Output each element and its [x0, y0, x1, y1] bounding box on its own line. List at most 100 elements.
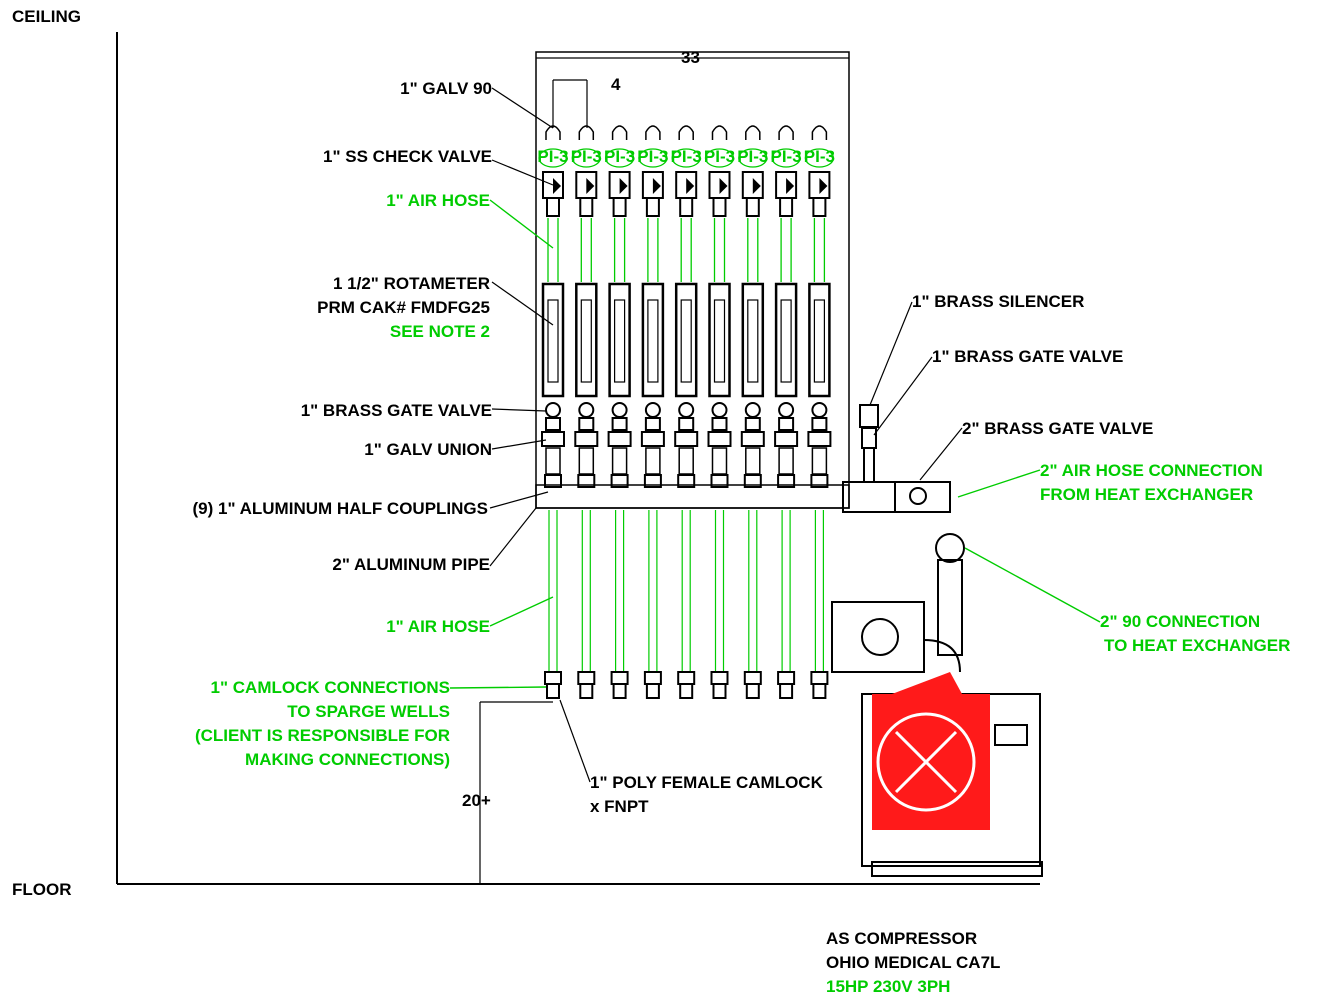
check-valve-nipple	[712, 197, 727, 217]
galv-90-elbow	[611, 125, 628, 140]
dimension-lines	[479, 57, 849, 884]
rotameter	[541, 282, 565, 398]
pressure-indicator	[671, 148, 701, 168]
galv-union	[740, 431, 765, 447]
rotameter-tube	[613, 299, 626, 383]
floor-label: FLOOR	[12, 880, 72, 899]
connection-90-label-1: 2" 90 CONNECTION	[1100, 612, 1260, 631]
gate-valve-2in-label: 2" BRASS GATE VALVE	[962, 419, 1153, 438]
check-valve-flap	[719, 178, 728, 194]
check-valve-nipple	[745, 197, 760, 217]
galv-90-elbow	[711, 125, 728, 140]
check-valve-flap	[686, 178, 695, 194]
rotameter-tube	[747, 299, 759, 383]
rotameter	[674, 282, 698, 398]
motor-body	[872, 694, 990, 830]
compressor-label-1: AS COMPRESSOR	[826, 929, 977, 948]
half-coupling	[643, 474, 662, 488]
half-couplings-label: (9) 1" ALUMINUM HALF COUPLINGS	[193, 499, 488, 518]
rotameter	[808, 282, 831, 398]
pressure-indicator	[571, 148, 601, 168]
half-coupling	[777, 474, 796, 488]
galv-union	[607, 431, 632, 447]
galv-union	[807, 431, 832, 447]
rotameter-note-label: SEE NOTE 2	[390, 322, 490, 341]
galv-90-label: 1" GALV 90	[400, 79, 492, 98]
union-nipple	[578, 447, 595, 475]
gate-valve	[578, 402, 595, 418]
air-hose-connection-label-2: FROM HEAT EXCHANGER	[1040, 485, 1253, 504]
gate-valve-body	[744, 417, 761, 431]
union-nipple	[645, 447, 661, 475]
camlock-fitting	[745, 683, 760, 699]
rotameter	[708, 282, 731, 398]
check-valve-flap	[819, 178, 828, 194]
rotameter-tube	[713, 299, 726, 383]
pressure-indicator-tag: PI-3	[537, 147, 568, 166]
aluminum-pipe-label: 2" ALUMINUM PIPE	[332, 555, 490, 574]
rotameter-model-label: PRM CAK# FMDFG25	[317, 298, 490, 317]
galv-union	[674, 431, 699, 447]
branch-9: PI-3	[804, 125, 835, 699]
half-coupling	[810, 474, 829, 488]
camlock	[777, 671, 796, 685]
gate-valve	[778, 402, 795, 418]
branch-4: PI-3	[637, 125, 668, 699]
camlock-fitting	[779, 683, 794, 699]
height-dimension: 20+	[462, 791, 491, 810]
rotameter-label: 1 1/2" ROTAMETER	[333, 274, 490, 293]
camlock	[544, 671, 562, 685]
gate-valve-body	[778, 417, 795, 431]
gate-valve-body	[711, 417, 728, 431]
camlock-fitting	[579, 683, 594, 699]
branch-3: PI-3	[604, 125, 635, 699]
galv-90-elbow	[678, 125, 694, 140]
camlock-fitting	[612, 683, 627, 699]
branch-8: PI-3	[771, 125, 802, 699]
check-valve-nipple	[579, 197, 594, 217]
check-valve-flap	[752, 178, 761, 194]
brass-silencer-label: 1" BRASS SILENCER	[912, 292, 1084, 311]
half-coupling	[544, 474, 562, 488]
union-nipple	[545, 447, 561, 475]
camlock-fitting	[812, 683, 827, 699]
gate-valve-body	[811, 417, 828, 431]
gate-valve-body	[611, 417, 628, 431]
galv-90-elbow	[545, 125, 561, 140]
gate-valve	[644, 402, 661, 418]
check-valve-nipple	[779, 197, 794, 217]
camlock	[743, 671, 762, 685]
check-valve-nipple	[612, 197, 627, 217]
half-coupling	[710, 474, 729, 488]
half-coupling	[743, 474, 762, 488]
camlock-label-2: TO SPARGE WELLS	[287, 702, 450, 721]
camlock-fitting	[645, 683, 660, 699]
compressor-label-2: OHIO MEDICAL CA7L	[826, 953, 1000, 972]
camlock-label-1: 1" CAMLOCK CONNECTIONS	[211, 678, 450, 697]
galv-90-elbow	[778, 125, 794, 140]
galv-90-elbow	[745, 125, 761, 140]
check-valve-nipple	[812, 197, 827, 217]
rotameter-tube	[647, 299, 659, 383]
galv-90-elbow	[578, 125, 595, 140]
rotameter-tube	[547, 299, 559, 383]
rotameter-tube	[780, 299, 792, 383]
gate-valve-body	[578, 417, 595, 431]
connection-90-label-2: TO HEAT EXCHANGER	[1104, 636, 1290, 655]
check-valve-nipple	[679, 197, 694, 217]
galv-union	[574, 431, 599, 447]
camlock	[643, 671, 662, 685]
rotameter-tube	[580, 299, 592, 383]
green-leader-lines	[449, 199, 1101, 689]
rotameter	[608, 282, 631, 398]
check-valve-nipple	[645, 197, 660, 217]
pressure-indicator-tag: PI-3	[704, 147, 735, 166]
pressure-indicator-tag: PI-3	[737, 147, 768, 166]
air-hose-top-label: 1" AIR HOSE	[386, 191, 490, 210]
galv-union	[707, 431, 732, 447]
pressure-indicator	[538, 148, 568, 168]
camlock	[577, 671, 596, 685]
branch-spacing-dimension: 4	[611, 75, 621, 94]
air-hose-connection-label-1: 2" AIR HOSE CONNECTION	[1040, 461, 1263, 480]
